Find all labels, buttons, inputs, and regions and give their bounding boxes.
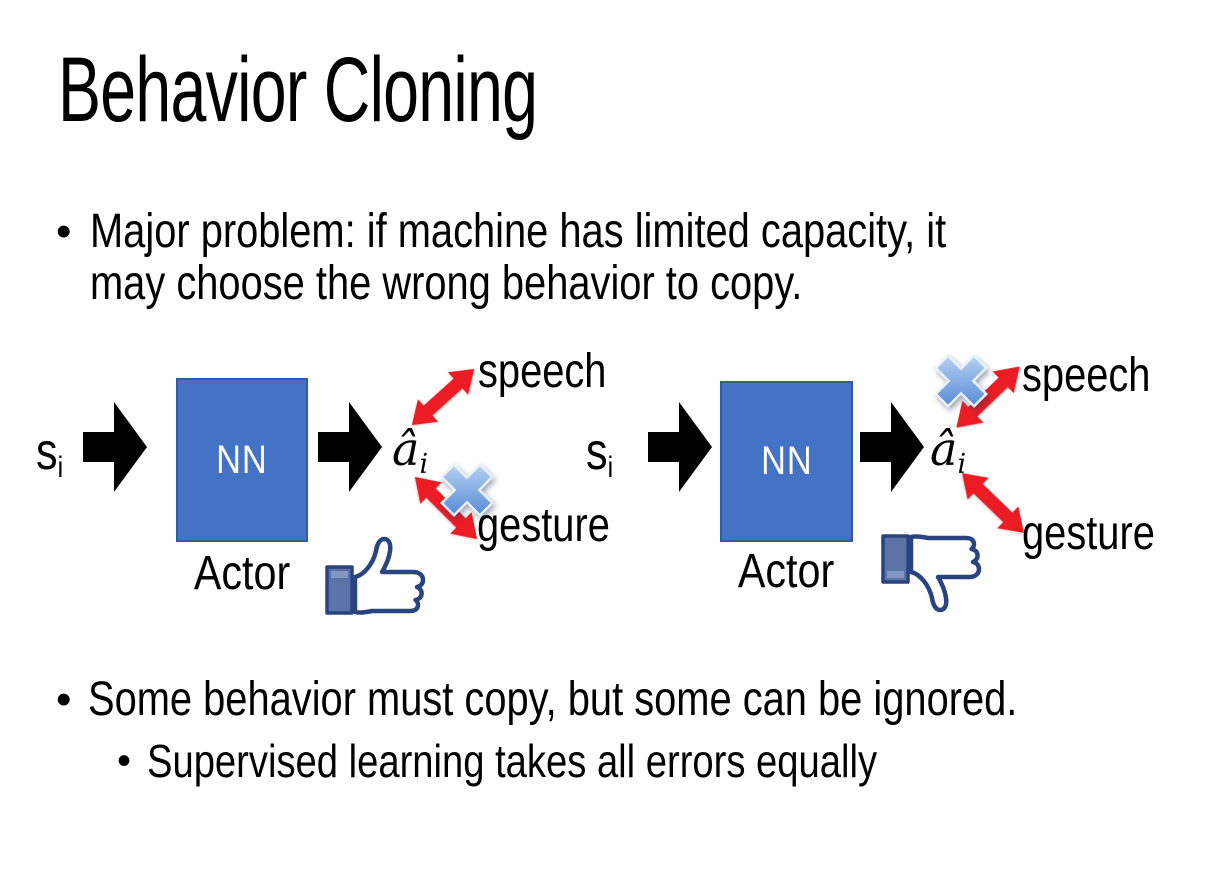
right-predicted-action-label: âi <box>930 422 967 480</box>
left-speech-label: speech <box>478 345 607 398</box>
bullet-major-problem-line2: may choose the wrong behavior to copy. <box>90 257 803 310</box>
right-state-input-label: si <box>586 423 614 484</box>
sub-bullet-marker: • <box>117 739 132 783</box>
right-speech-label: speech <box>1022 349 1151 402</box>
right-gesture-double-arrow-icon <box>962 473 1024 533</box>
bullet-major-problem-line1: Major problem: if machine has limited ca… <box>90 205 947 258</box>
left-nn-box: NN <box>176 378 308 542</box>
thumbs-down-icon <box>881 534 982 613</box>
left-predicted-action-label: âi <box>392 422 429 480</box>
left-gesture-label: gesture <box>477 499 610 552</box>
left-cross-out-icon <box>440 463 494 517</box>
left-nn-label: NN <box>216 437 268 482</box>
right-gesture-label: gesture <box>1022 507 1155 560</box>
left-actor-label: Actor <box>193 547 291 600</box>
bullet-marker: • <box>56 675 72 724</box>
bullet-marker: • <box>56 207 72 256</box>
left-speech-double-arrow-icon <box>411 368 475 426</box>
right-actor-label: Actor <box>738 545 835 598</box>
thumbs-up-icon <box>325 536 426 615</box>
left-state-input-label: si <box>36 423 64 484</box>
bullet-some-behavior: Some behavior must copy, but some can be… <box>88 673 1018 726</box>
right-speech-double-arrow-icon <box>956 366 1020 428</box>
right-nn-box: NN <box>720 381 853 542</box>
left-output-flow-arrow-icon <box>318 402 382 492</box>
sub-bullet-supervised-learning: Supervised learning takes all errors equ… <box>147 735 878 787</box>
left-input-flow-arrow-icon <box>83 402 147 492</box>
right-nn-label: NN <box>760 439 813 483</box>
right-input-flow-arrow-icon <box>648 402 712 492</box>
right-output-flow-arrow-icon <box>860 402 924 492</box>
page-title: Behavior Cloning <box>58 39 538 141</box>
right-cross-out-icon <box>934 354 988 408</box>
